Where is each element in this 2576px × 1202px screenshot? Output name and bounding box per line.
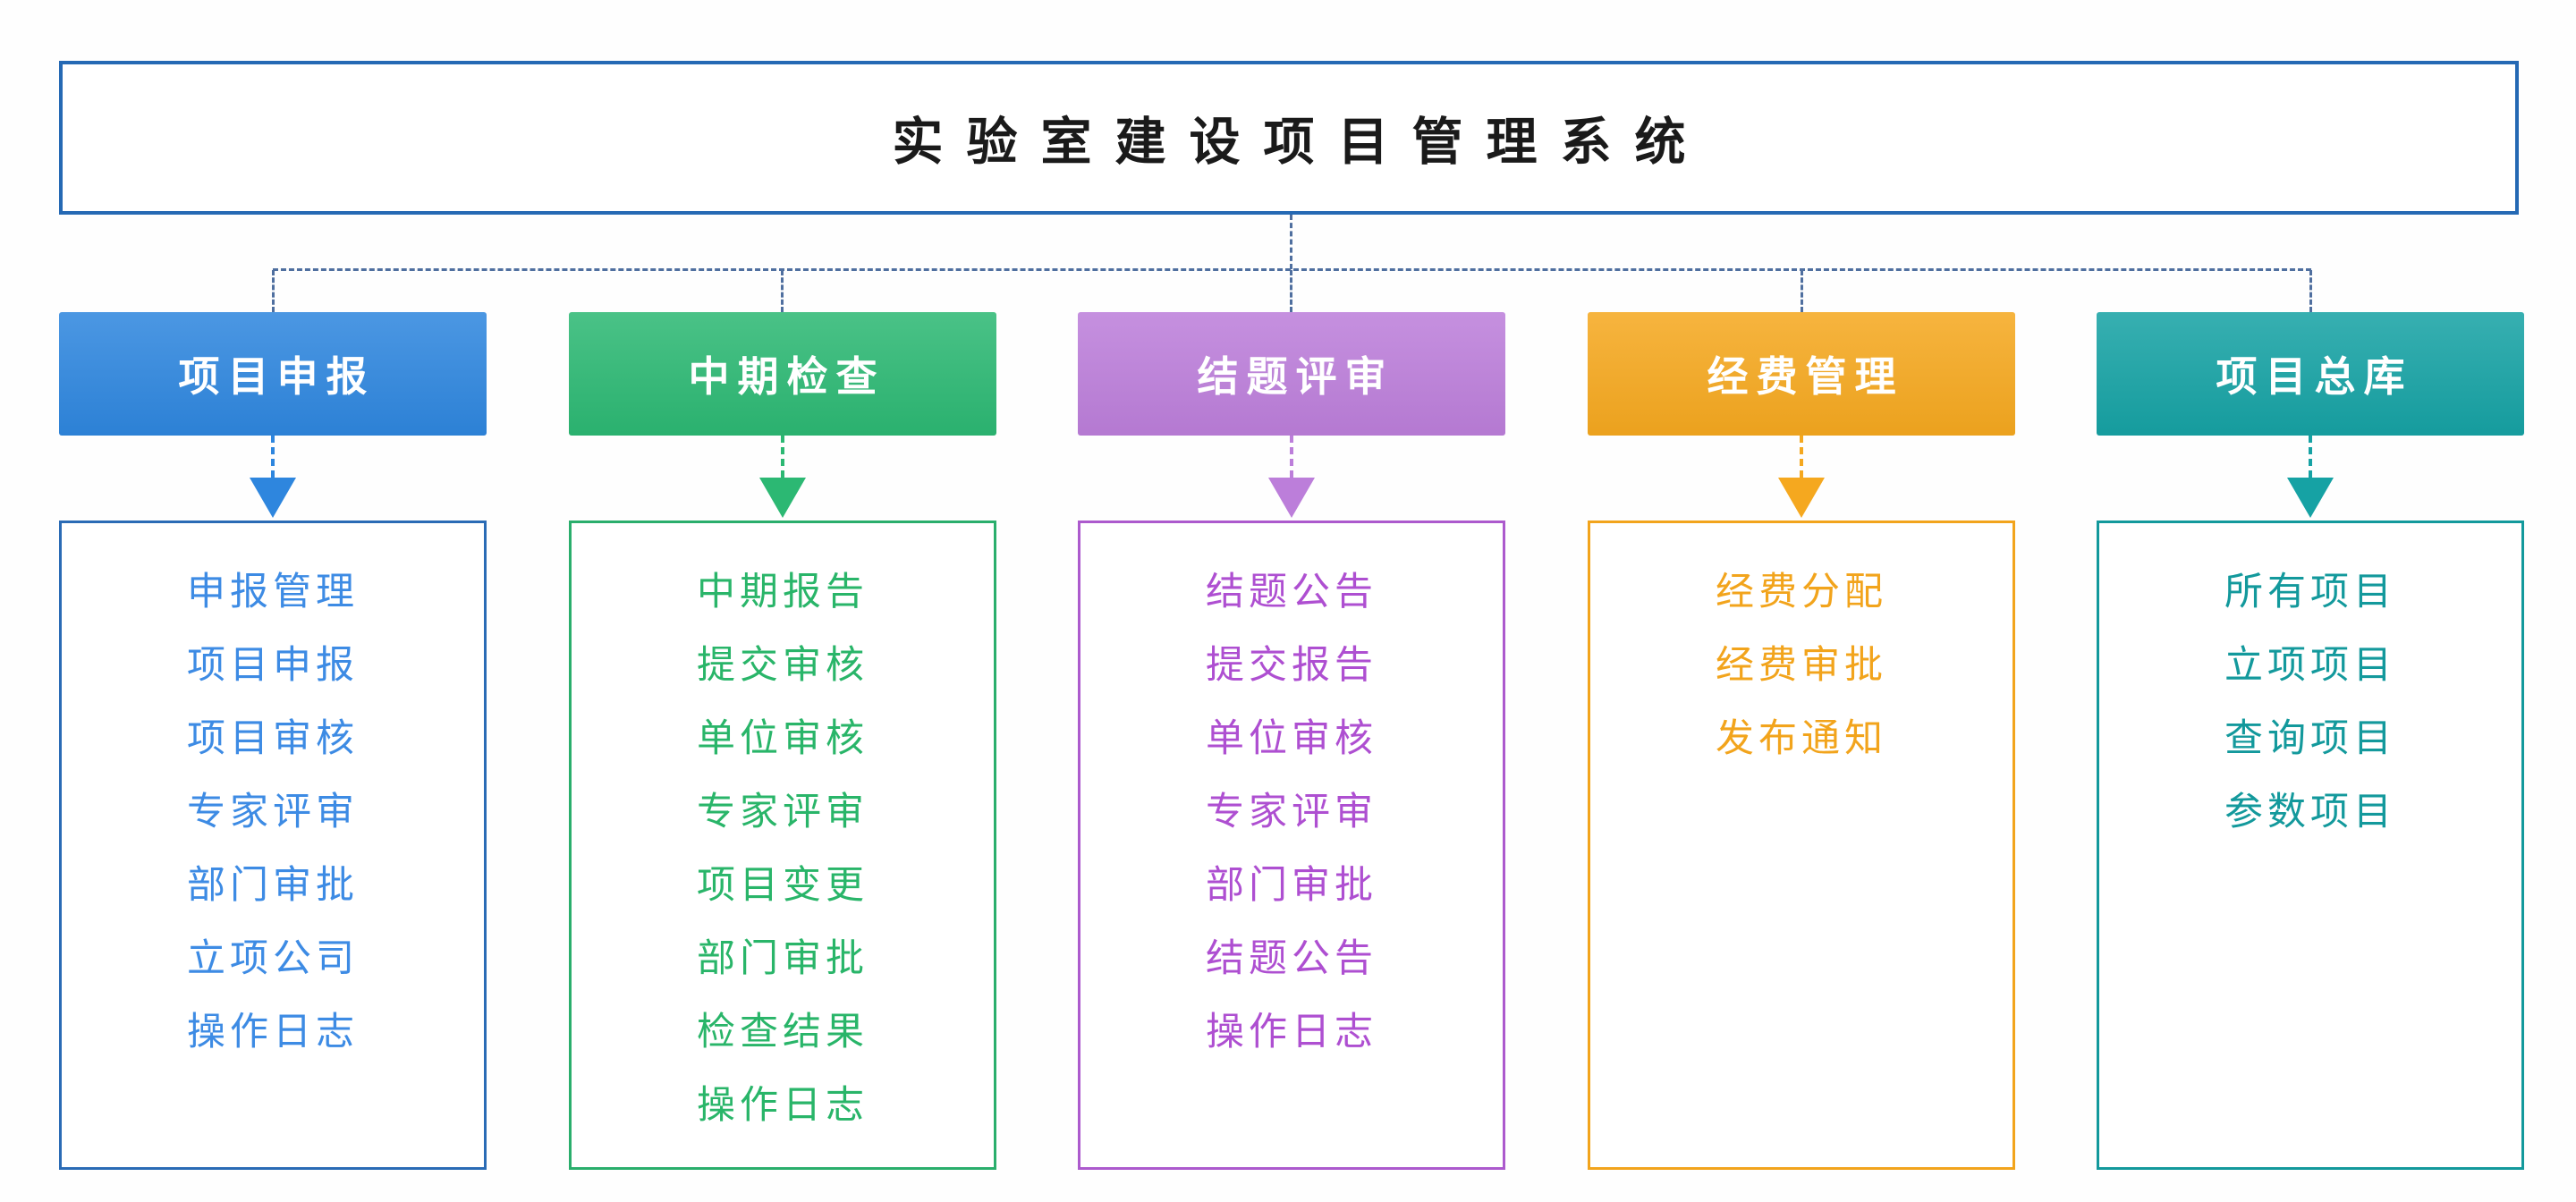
connector-drop-line xyxy=(1801,270,1803,312)
module-list-item: 中期报告 xyxy=(697,570,869,614)
module-list-item: 单位审核 xyxy=(697,716,869,761)
module-item-list: 结题公告提交报告单位审核专家评审部门审批结题公告操作日志 xyxy=(1080,523,1503,1069)
module-list-item: 操作日志 xyxy=(187,1010,359,1054)
connector-horizontal-line xyxy=(273,268,2311,271)
module-list-item: 查询项目 xyxy=(2224,716,2396,761)
arrow-head xyxy=(250,478,296,518)
module-item-list: 申报管理项目申报项目审核专家评审部门审批立项公司操作日志 xyxy=(62,523,484,1069)
module-column-funds-management: 经费管理 经费分配经费审批发布通知 xyxy=(1588,312,2015,1170)
arrow-dash-line xyxy=(1800,436,1803,478)
down-arrow-icon xyxy=(1588,436,2015,521)
connector-drop-line xyxy=(272,270,275,312)
module-list-item: 项目变更 xyxy=(697,863,869,908)
module-list-item: 部门审批 xyxy=(697,936,869,981)
down-arrow-icon xyxy=(59,436,487,521)
module-column-project-repository: 项目总库 所有项目立项项目查询项目参数项目 xyxy=(2097,312,2524,1170)
module-list-item: 部门审批 xyxy=(187,863,359,908)
connector-root-stub xyxy=(1290,215,1292,269)
module-list-item: 检查结果 xyxy=(697,1010,869,1054)
module-list-project-declaration: 申报管理项目申报项目审核专家评审部门审批立项公司操作日志 xyxy=(59,521,487,1170)
arrow-dash-line xyxy=(2309,436,2312,478)
down-arrow-icon xyxy=(569,436,996,521)
module-list-conclusion-review: 结题公告提交报告单位审核专家评审部门审批结题公告操作日志 xyxy=(1078,521,1505,1170)
arrow-dash-line xyxy=(271,436,275,478)
module-item-list: 所有项目立项项目查询项目参数项目 xyxy=(2099,523,2521,849)
module-column-conclusion-review: 结题评审 结题公告提交报告单位审核专家评审部门审批结题公告操作日志 xyxy=(1078,312,1505,1170)
arrow-head xyxy=(759,478,806,518)
connector-drop-line xyxy=(1290,270,1292,312)
module-list-item: 专家评审 xyxy=(697,790,869,834)
module-list-item: 专家评审 xyxy=(187,790,359,834)
module-list-item: 操作日志 xyxy=(1206,1010,1377,1054)
system-title: 实验室建设项目管理系统 xyxy=(892,113,1709,172)
module-list-item: 部门审批 xyxy=(1206,863,1377,908)
module-list-item: 提交审核 xyxy=(697,643,869,688)
connector-drop-line xyxy=(2309,270,2312,312)
module-list-funds-management: 经费分配经费审批发布通知 xyxy=(1588,521,2015,1170)
module-list-item: 结题公告 xyxy=(1206,936,1377,981)
module-column-midterm-inspection: 中期检查 中期报告提交审核单位审核专家评审项目变更部门审批检查结果操作日志 xyxy=(569,312,996,1170)
arrow-head xyxy=(1778,478,1825,518)
arrow-head xyxy=(1268,478,1315,518)
system-title-box: 实验室建设项目管理系统 xyxy=(59,61,2519,215)
module-list-item: 操作日志 xyxy=(697,1083,869,1128)
module-list-item: 项目申报 xyxy=(187,643,359,688)
module-list-item: 申报管理 xyxy=(187,570,359,614)
module-header-funds-management: 经费管理 xyxy=(1588,312,2015,436)
module-list-item: 结题公告 xyxy=(1206,570,1377,614)
arrow-dash-line xyxy=(1290,436,1293,478)
module-header-conclusion-review: 结题评审 xyxy=(1078,312,1505,436)
arrow-head xyxy=(2287,478,2334,518)
down-arrow-icon xyxy=(2097,436,2524,521)
module-list-item: 参数项目 xyxy=(2224,790,2396,834)
module-list-item: 发布通知 xyxy=(1716,716,1887,761)
module-list-item: 立项公司 xyxy=(187,936,359,981)
module-list-item: 所有项目 xyxy=(2224,570,2396,614)
module-list-item: 单位审核 xyxy=(1206,716,1377,761)
module-column-project-declaration: 项目申报 申报管理项目申报项目审核专家评审部门审批立项公司操作日志 xyxy=(59,312,487,1170)
module-header-project-declaration: 项目申报 xyxy=(59,312,487,436)
module-item-list: 经费分配经费审批发布通知 xyxy=(1590,523,2012,775)
module-list-midterm-inspection: 中期报告提交审核单位审核专家评审项目变更部门审批检查结果操作日志 xyxy=(569,521,996,1170)
module-list-item: 经费审批 xyxy=(1716,643,1887,688)
module-header-project-repository: 项目总库 xyxy=(2097,312,2524,436)
module-list-item: 项目审核 xyxy=(187,716,359,761)
module-item-list: 中期报告提交审核单位审核专家评审项目变更部门审批检查结果操作日志 xyxy=(572,523,994,1142)
module-list-item: 经费分配 xyxy=(1716,570,1887,614)
arrow-dash-line xyxy=(781,436,784,478)
module-list-project-repository: 所有项目立项项目查询项目参数项目 xyxy=(2097,521,2524,1170)
module-list-item: 专家评审 xyxy=(1206,790,1377,834)
module-list-item: 立项项目 xyxy=(2224,643,2396,688)
connector-drop-line xyxy=(781,270,784,312)
down-arrow-icon xyxy=(1078,436,1505,521)
module-header-midterm-inspection: 中期检查 xyxy=(569,312,996,436)
module-list-item: 提交报告 xyxy=(1206,643,1377,688)
